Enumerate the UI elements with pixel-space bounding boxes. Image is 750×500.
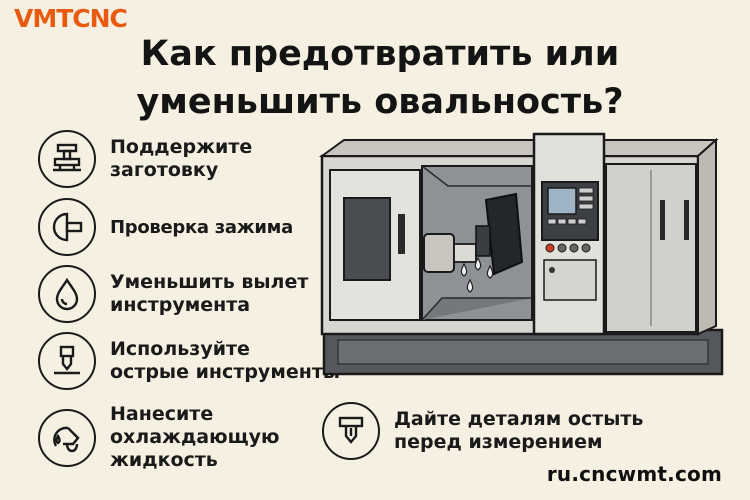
cnc-lathe-illustration — [318, 132, 724, 376]
control-buttons — [545, 243, 591, 253]
tool-turret — [484, 192, 524, 276]
tip-label: Уменьшить вылет инструмента — [110, 271, 309, 316]
door-window — [343, 197, 391, 281]
tip-label: Нанесите охлаждающую жидкость — [110, 403, 280, 471]
sharp-tool-icon — [38, 332, 96, 390]
tip-check-clamp: Проверка зажима — [38, 198, 293, 256]
tip-support-workpiece: Поддержите заготовку — [38, 130, 252, 188]
workpiece-support-icon — [38, 130, 96, 188]
vmtcnc-logo: VMTCNC — [14, 4, 128, 33]
tip-label: Проверка зажима — [110, 216, 293, 238]
cooling-part-icon — [322, 402, 380, 460]
tip-reduce-tool-overhang: Уменьшить вылет инструмента — [38, 265, 308, 323]
clamp-icon — [38, 198, 96, 256]
tip-apply-coolant: Нанесите охлаждающую жидкость — [38, 403, 279, 472]
tip-label: Используйте острые инструменты — [110, 338, 341, 383]
control-screen — [547, 187, 577, 215]
tip-label: Поддержите заготовку — [110, 136, 253, 181]
tip-cool-before-measuring: Дайте деталям остыть перед измерением — [322, 402, 643, 460]
chuck — [423, 233, 455, 273]
coolant-icon — [38, 408, 96, 467]
page-title: Как предотвратить или уменьшить овальнос… — [136, 34, 624, 122]
workpiece — [453, 243, 477, 263]
website-url: ru.cncwmt.com — [546, 462, 722, 486]
coolant-drops — [460, 256, 494, 293]
tip-label: Дайте деталям остыть перед измерением — [394, 408, 644, 453]
tip-use-sharp-tools: Используйте острые инструменты — [38, 332, 340, 390]
droplet-icon — [38, 265, 96, 323]
